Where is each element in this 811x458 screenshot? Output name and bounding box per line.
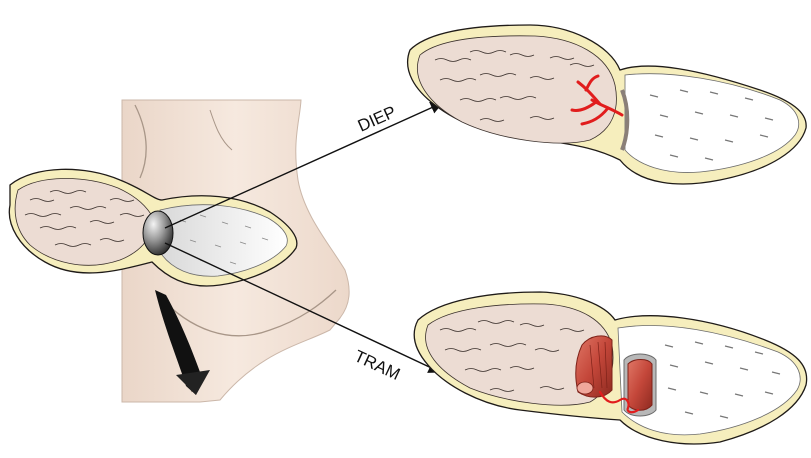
label-diep: DIEP — [355, 102, 399, 135]
label-tram: TRAM — [351, 346, 403, 384]
tram-muscle-right — [628, 360, 652, 411]
tram-muscle-left-end — [577, 382, 593, 394]
diep-flap — [408, 25, 807, 184]
tram-flap — [414, 292, 806, 444]
navel — [143, 211, 173, 255]
